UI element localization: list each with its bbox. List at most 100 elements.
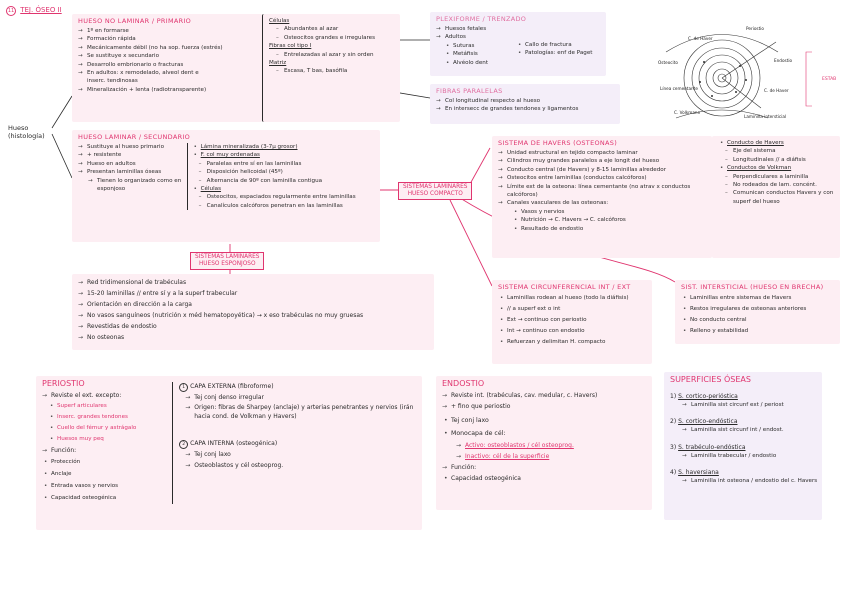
fibers-detail-list: Paralelas entre sí en las laminillas Dis… — [192, 160, 374, 186]
list-item: 15-20 laminillas // entre sí y a la supe… — [78, 288, 428, 299]
periosteum-heading: PERIOSTIO — [42, 379, 85, 388]
list-item: Formación rápida — [78, 35, 196, 44]
surface-label: S. cortico-endóstica — [678, 418, 738, 426]
surface-item: 2) S. cortico-endóstica Laminilla sist c… — [670, 417, 816, 435]
plexiform-heading: PLEXIFORME / TRENZADO — [436, 15, 527, 23]
list-item: Col longitudinal respecto al hueso — [436, 97, 614, 106]
list-item: Alternancia de 90º con laminilla contigu… — [192, 177, 374, 186]
list-item: // a superf ext o int — [498, 304, 646, 315]
list-item: Relleno y estabilidad — [681, 326, 834, 337]
list-item: Se sustituye x secundario — [78, 52, 196, 61]
list-item: Tej conj laxo — [442, 415, 646, 428]
list-item: En adultos: x remodelado, alveol dent e … — [78, 69, 202, 86]
list-item: Reviste int. (trabéculas, cav. medular, … — [442, 390, 646, 401]
list-item: F. col muy ordenadas — [192, 151, 374, 160]
plexiform-right-list: Callo de fractura Patologías: enf de Pag… — [516, 41, 593, 67]
spongy-tag-line-2: HUESO ESPONJOSO — [198, 261, 256, 267]
surface-number: 1) — [670, 393, 677, 400]
spongy-bone-card: Red tridimensional de trabéculas 15-20 l… — [72, 274, 434, 350]
endosteum-function: Capacidad osteogénica — [442, 473, 646, 484]
surface-desc-list: Laminilla int osteona / endostio del c. … — [682, 477, 817, 486]
list-item: Presentan laminillas óseas — [78, 168, 187, 177]
list-item: Cuello del fémur y astrágalo — [48, 423, 172, 434]
parallel-fibers-heading: FIBRAS PARALELAS — [436, 87, 503, 95]
list-item: Adultos — [436, 33, 516, 42]
list-item: Lámina mineralizada (3-7µ grosor) — [192, 143, 374, 152]
periosteum-card: PERIOSTIO Reviste el ext. excepto: Super… — [36, 376, 422, 530]
list-item: Nutrición → C. Havers → C. calcóforos — [512, 216, 706, 225]
bone-surfaces-card: SUPERFICIES ÓSEAS 1) S. cortico-periósti… — [664, 372, 822, 520]
canals-head-1: Conducto de Havers — [718, 139, 834, 148]
list-item: Patologías: enf de Paget — [516, 49, 593, 58]
list-item: Orientación en dirección a la carga — [78, 299, 428, 310]
surface-number: 3) — [670, 443, 677, 451]
haversian-system-card: SISTEMA DE HAVERS (OSTEONAS) Unidad estr… — [492, 136, 712, 258]
list-item: Límite ext de la osteona: línea cementan… — [498, 183, 707, 200]
list-item: Laminilla trabecular / endostio — [682, 452, 816, 461]
diagram-label-haversian-2: C. de Haver — [764, 88, 789, 93]
interstitial-list: Laminillas entre sistemas de Havers Rest… — [681, 293, 834, 337]
list-item: No rodeados de lam. concént. — [718, 181, 834, 190]
list-item: Reviste el ext. excepto: — [42, 390, 172, 401]
list-item: Inserc. grandes tendones — [48, 412, 172, 423]
secondary-bone-list: Sustituye al hueso primario + resistente… — [78, 143, 187, 177]
page-title: 11 TEJ. ÓSEO II — [6, 6, 62, 16]
title-number: 11 — [6, 6, 16, 16]
list-item: En intersecc de grandes tendones y ligam… — [436, 105, 614, 114]
interstitial-system-card: SIST. INTERSTICIAL (HUESO EN BRECHA) Lam… — [675, 280, 840, 344]
inner-layer-list: Tej conj laxo Osteoblastos y cél osteopr… — [185, 449, 416, 471]
cells-label: Células — [269, 18, 290, 24]
surface-item: 1) S. cortico-perióstica Laminilla sist … — [670, 392, 816, 410]
cells-list: Abundantes al azar Osteocitos grandes e … — [269, 25, 394, 42]
list-item: Huesos fetales — [436, 25, 516, 34]
matrix-list: Escasa, T bas, basófila — [269, 67, 394, 76]
list-item: Osteocitos entre laminillas (conductos c… — [498, 174, 706, 183]
diagram-label-periosteum: Periostio — [746, 26, 764, 31]
list-item: Suturas — [444, 42, 516, 51]
secondary-bone-heading: HUESO LAMINAR / SECUNDARIO — [78, 133, 191, 141]
spongy-tag-line-1: SISTEMAS LAMINARES — [195, 254, 260, 260]
list-item: Unidad estructural en tejido compacto la… — [498, 149, 706, 158]
list-item: Canalículos calcóforos penetran en las l… — [192, 202, 374, 211]
list-item: Tej conj laxo — [185, 449, 416, 460]
periosteum-functions: Protección Anclaje Entrada vasos y nervi… — [42, 456, 172, 504]
list-item: Mineralización + lenta (radiotransparent… — [78, 86, 206, 95]
surface-desc-list: Laminilla sist circunf int / endost. — [682, 426, 816, 435]
surface-label: S. trabéculo-endóstica — [678, 443, 746, 451]
list-item: Longitudinales // a diáfisis — [718, 156, 834, 165]
lamella-list: Lámina mineralizada (3-7µ grosor) F. col… — [192, 143, 374, 160]
list-item: Conducto central (de Havers) y 8-15 lami… — [498, 166, 706, 175]
list-item: Tej conj denso irregular — [185, 392, 416, 403]
root-line-1: Hueso — [8, 124, 29, 132]
compact-tag-line-1: SISTEMAS LAMINARES — [403, 184, 468, 190]
primary-bone-card: HUESO NO LAMINAR / PRIMARIO 1º en formar… — [72, 14, 262, 122]
surface-number: 2) — [670, 418, 677, 426]
list-item: Laminillas rodean al hueso (todo la diáf… — [498, 293, 646, 304]
list-item: Perpendiculares a laminilla — [718, 173, 834, 182]
list-item: Protección — [42, 456, 172, 468]
list-item: Inactivo: cél de la superficie — [456, 451, 646, 462]
haversian-heading: SISTEMA DE HAVERS (OSTEONAS) — [498, 139, 618, 147]
list-item: No conducto central — [681, 315, 834, 326]
list-item: Osteocitos grandes e irregulares — [269, 34, 394, 43]
primary-bone-list: 1º en formarse Formación rápida Mecánica… — [78, 27, 223, 95]
secondary-bone-card: HUESO LAMINAR / SECUNDARIO Sustituye al … — [72, 130, 380, 242]
surface-item: 4) S. haversiana Laminilla int osteona /… — [670, 468, 817, 486]
list-item: 1º en formarse — [78, 27, 196, 36]
list-item: Paralelas entre sí en las laminillas — [192, 160, 374, 169]
outer-layer-heading: 1 CAPA EXTERNA (fibroforme) — [179, 382, 416, 392]
outer-layer-list: Tej conj denso irregular Origen: fibras … — [185, 392, 416, 421]
plexiform-list: Huesos fetales Adultos — [436, 25, 516, 42]
list-item: Osteoblastos y cél osteoprog. — [185, 460, 416, 471]
list-item: Capacidad osteogénica — [442, 473, 646, 484]
list-item: Canales vasculares de las osteonas: — [498, 199, 706, 208]
title-text: TEJ. ÓSEO II — [20, 6, 62, 14]
osteon-diagram: C. de Haver Osteocito Periostio Línea ce… — [656, 22, 836, 122]
list-item: Superf articulares — [48, 401, 172, 412]
list-item: Cilindros muy grandes paralelos a eje lo… — [498, 157, 706, 166]
diagram-label-endosteum: Endostio — [774, 58, 793, 63]
list-item: Sustituye al hueso primario — [78, 143, 187, 152]
endosteum-list: Reviste int. (trabéculas, cav. medular, … — [442, 390, 646, 412]
diagram-label-volkmann: C. Volkmann — [674, 110, 701, 115]
endosteum-function-head: Función: — [442, 462, 646, 473]
